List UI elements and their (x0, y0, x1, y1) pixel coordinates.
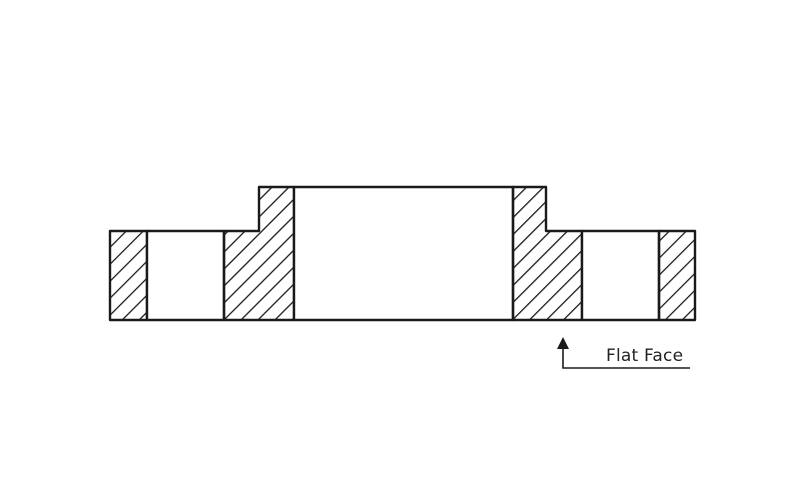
left-bolt-hole (145, 229, 226, 322)
right-bolt-hole (580, 229, 661, 322)
left-outer-hatch (108, 229, 149, 322)
left-hub-hatch (222, 185, 296, 322)
arrow-up-icon (557, 337, 569, 349)
bore (292, 185, 515, 322)
flat-face-label: Flat Face (606, 346, 684, 366)
right-hub-hatch (511, 185, 584, 322)
leader-line (562, 346, 690, 369)
right-outer-hatch (657, 229, 697, 322)
